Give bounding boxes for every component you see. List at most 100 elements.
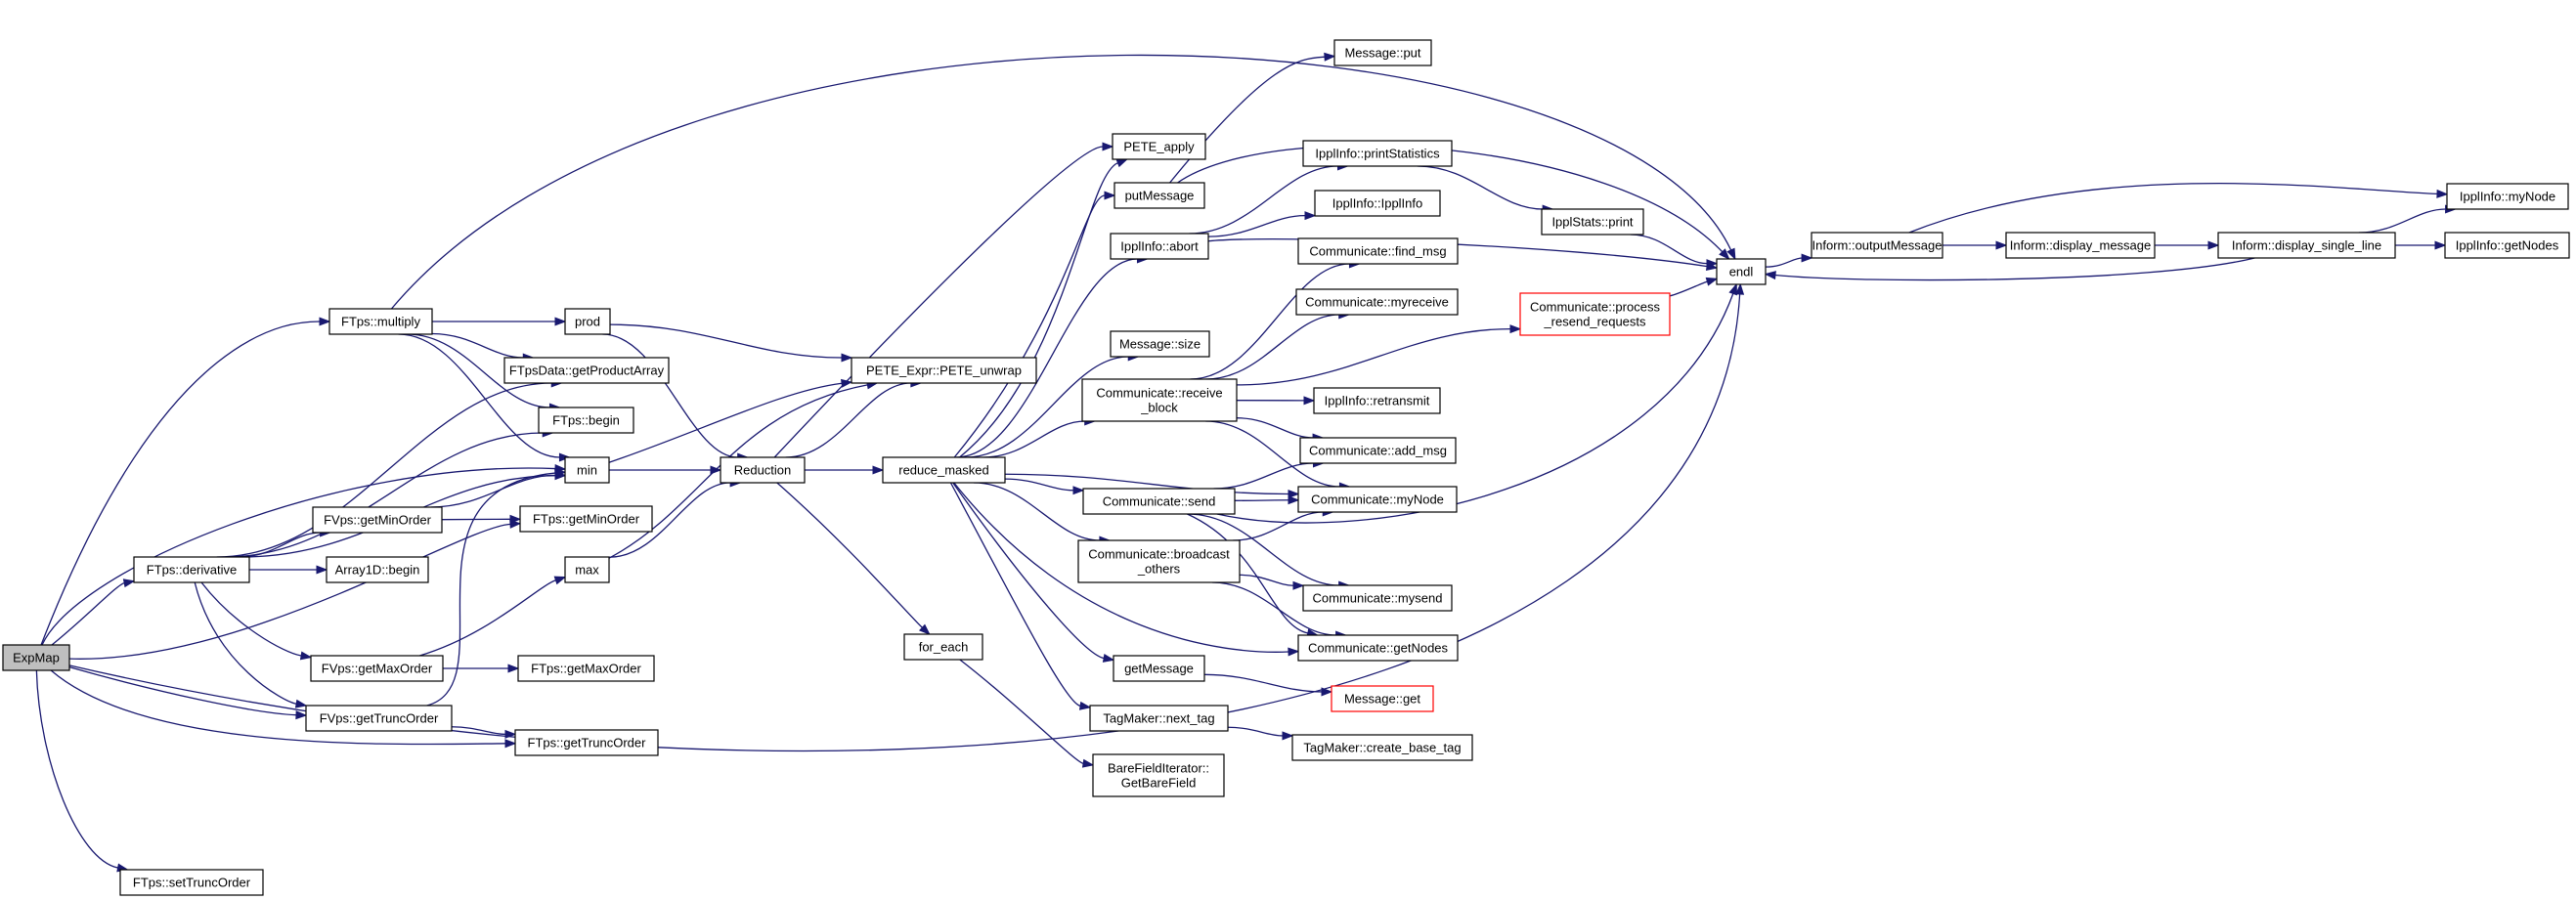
node-label: IpplInfo::printStatistics [1315,147,1440,161]
node-max[interactable]: max [564,556,610,583]
node-ftps-getminorder[interactable]: FTps::getMinOrder [519,505,653,533]
node-array1d-begin[interactable]: Array1D::begin [326,556,429,583]
node-fvps-getminorder[interactable]: FVps::getMinOrder [312,506,443,534]
node-comm-myreceive[interactable]: Communicate::myreceive [1295,288,1459,316]
node-box [310,655,444,682]
node-comm-getnodes[interactable]: Communicate::getNodes [1297,634,1459,662]
node-for-each[interactable]: for_each [903,633,983,661]
node-ipplinfo-ipplinfo[interactable]: IpplInfo::IpplInfo [1314,190,1441,217]
edge-fvps-getmaxorder-to-max [419,576,567,657]
node-message-put[interactable]: Message::put [1333,39,1432,66]
edge-line [2358,208,2446,234]
edge-arrowhead [1509,324,1522,334]
edge-arrowhead [295,710,308,720]
node-ftps-settruncorder[interactable]: FTps::setTruncOrder [119,869,264,896]
edge-line [194,581,297,705]
node-box [1302,584,1453,612]
node-ftpsdata-getproductarray[interactable]: FTpsData::getProductArray [503,357,670,384]
edge-inform-outputmessage-to-ipplinfo-mynode [1908,183,2449,234]
edge-line [1233,511,1324,541]
edge-endl-to-inform-outputmessage [1765,253,1813,268]
edge-arrowhead [316,565,328,575]
edge-fvps-gettruncorder-to-min [426,468,567,707]
edge-line [50,669,506,746]
node-pete-apply[interactable]: PETE_apply [1112,133,1206,160]
node-box [1113,655,1205,682]
edge-arrowhead [1292,580,1305,590]
edge-line [426,472,556,707]
node-ipplinfo-getnodes[interactable]: IpplInfo::getNodes [2444,232,2570,259]
edge-inform-display-single-line-to-ipplinfo-mynode [2358,204,2457,234]
node-ftps-derivative[interactable]: FTps::derivative [133,556,250,583]
node-ftps-getmaxorder[interactable]: FTps::getMaxOrder [517,655,655,682]
node-message-get[interactable]: Message::get [1331,685,1434,712]
node-fvps-getmaxorder[interactable]: FVps::getMaxOrder [310,655,444,682]
node-ipplinfo-retransmit[interactable]: IpplInfo::retransmit [1313,387,1441,414]
edge-line [609,323,843,359]
edge-arrowhead [1726,247,1736,261]
node-box [903,633,983,661]
edge-line [200,581,302,657]
node-endl[interactable]: endl [1716,258,1767,285]
edge-line [1190,263,1350,380]
node-label: ExpMap [13,651,60,665]
edge-fvps-getminorder-to-min [430,470,567,508]
node-label: Message::get [1344,692,1420,707]
edge-line [773,146,1104,458]
node-tagmaker-create-base-tag[interactable]: TagMaker::create_base_tag [1291,734,1473,761]
node-comm-broadcast[interactable]: Communicate::broadcast_others [1077,539,1241,583]
node-box [312,506,443,534]
nodes-layer: ExpMapFTps::multiplyFTps::derivativeFVps… [2,39,2570,896]
edge-reduce-masked-to-comm-receive-block [982,416,1097,458]
node-ipplinfo-mynode[interactable]: IpplInfo::myNode [2446,183,2569,210]
node-reduce-masked[interactable]: reduce_masked [882,456,1006,484]
edge-arrowhead [554,468,567,478]
node-comm-send[interactable]: Communicate::send [1082,488,1236,515]
node-ipplstats-print[interactable]: IpplStats::print [1541,208,1644,236]
node-getmessage[interactable]: getMessage [1113,655,1205,682]
node-inform-display-single-line[interactable]: Inform::display_single_line [2217,232,2396,259]
node-ipplinfo-abort[interactable]: IpplInfo::abort [1110,233,1209,260]
node-comm-receive-block[interactable]: Communicate::receive_block [1081,378,1238,422]
node-inform-display-message[interactable]: Inform::display_message [2005,232,2156,259]
node-comm-process-resend[interactable]: Communicate::process_resend_requests [1519,292,1671,336]
node-ipplinfo-printstatistics[interactable]: IpplInfo::printStatistics [1302,140,1453,167]
edge-arrowhead [872,465,885,475]
edge-arrowhead [319,317,331,326]
node-comm-find-msg[interactable]: Communicate::find_msg [1297,237,1459,265]
edge-line [1205,420,1340,488]
node-ftps-multiply[interactable]: FTps::multiply [328,308,433,335]
node-message-size[interactable]: Message::size [1110,330,1210,358]
node-pete-unwrap[interactable]: PETE_Expr::PETE_unwrap [851,357,1037,384]
node-ftps-gettruncorder[interactable]: FTps::getTruncOrder [514,729,659,756]
node-label: _block [1140,401,1178,415]
node-prod[interactable]: prod [564,308,611,335]
node-inform-outputmessage[interactable]: Inform::outputMessage [1811,232,1943,259]
node-putmessage[interactable]: putMessage [1113,182,1205,209]
edge-line [1908,183,2438,234]
node-box [1519,292,1671,336]
node-reduction[interactable]: Reduction [720,456,806,484]
edge-line [1213,462,1314,490]
edge-line [431,332,524,359]
edge-arrowhead [1081,758,1095,768]
node-fvps-gettruncorder[interactable]: FVps::getTruncOrder [305,705,453,732]
node-box [1302,140,1453,167]
node-min[interactable]: min [564,456,610,484]
edge-arrowhead [1801,253,1813,263]
node-expmap[interactable]: ExpMap [2,644,70,671]
node-comm-add-msg[interactable]: Communicate::add_msg [1299,437,1457,464]
edge-line [1765,257,1803,268]
edge-expmap-to-ftps-settruncorder [35,669,129,873]
node-comm-mynode[interactable]: Communicate::myNode [1297,486,1458,513]
node-box [1716,258,1767,285]
node-comm-mysend[interactable]: Communicate::mysend [1302,584,1453,612]
node-tagmaker-next-tag[interactable]: TagMaker::next_tag [1089,705,1229,732]
node-barefield[interactable]: BareFieldIterator::GetBareField [1092,753,1225,797]
edge-inform-display-single-line-to-ipplinfo-getnodes [2395,240,2447,250]
edge-expmap-to-ftps-gettruncorder [50,669,517,749]
node-ftps-begin[interactable]: FTps::begin [538,407,634,434]
edge-arrowhead [2434,240,2447,250]
edge-arrowhead [1115,158,1129,168]
